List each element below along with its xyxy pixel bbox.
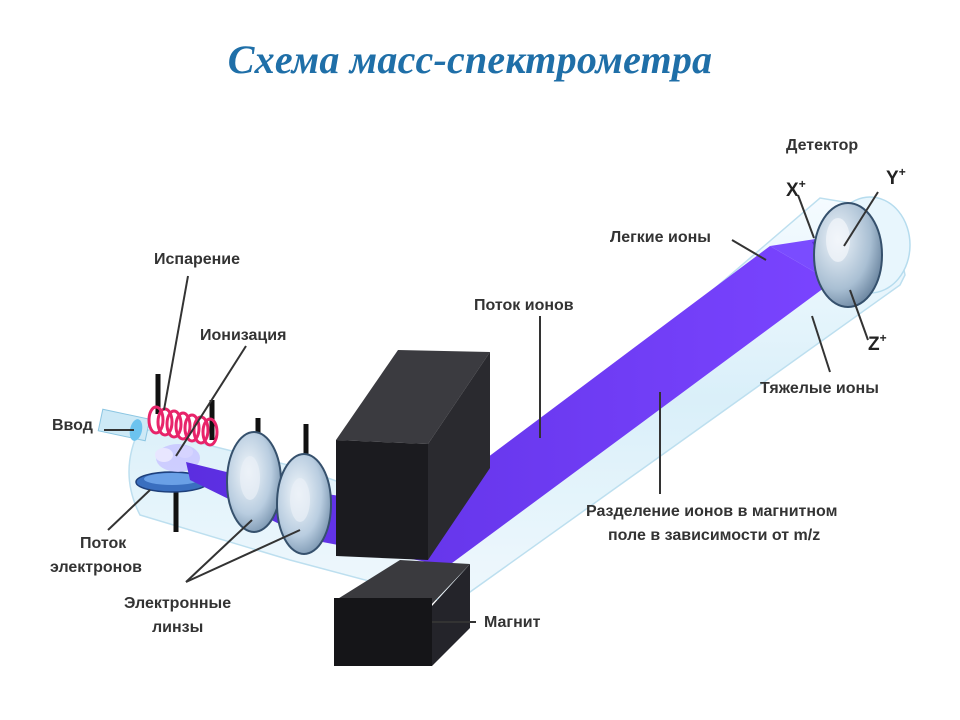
ion-flow-label: Поток ионов <box>474 297 574 314</box>
detector-label: Детектор <box>786 137 858 154</box>
ion-x-label: X+ <box>786 177 806 201</box>
leader-lines <box>104 191 879 623</box>
lenses-label-2: линзы <box>152 619 203 636</box>
separation-label-2: поле в зависимости от m/z <box>608 527 820 544</box>
page-title: Схема масс-спектрометра <box>227 37 713 82</box>
ion-z-label: Z+ <box>868 331 887 355</box>
separation-label-1: Разделение ионов в магнитном <box>586 503 837 520</box>
electron-lens-1 <box>226 431 282 533</box>
ion-y-label: Y+ <box>886 165 906 189</box>
electron-lens-2 <box>276 453 332 555</box>
lenses-label-1: Электронные <box>124 595 231 612</box>
detector <box>813 202 883 308</box>
electron-flow-label-1: Поток <box>80 535 127 552</box>
magnet <box>334 350 490 666</box>
ionization-label: Ионизация <box>200 327 286 344</box>
input-label: Ввод <box>52 417 93 434</box>
heater-coil <box>147 405 219 447</box>
evaporation-label: Испарение <box>154 251 240 268</box>
electron-flow-label-2: электронов <box>50 559 142 576</box>
sample-inlet <box>97 408 151 442</box>
magnet-label: Магнит <box>484 614 541 631</box>
heavy-ions-label: Тяжелые ионы <box>760 380 879 397</box>
light-ions-label: Легкие ионы <box>610 229 711 246</box>
